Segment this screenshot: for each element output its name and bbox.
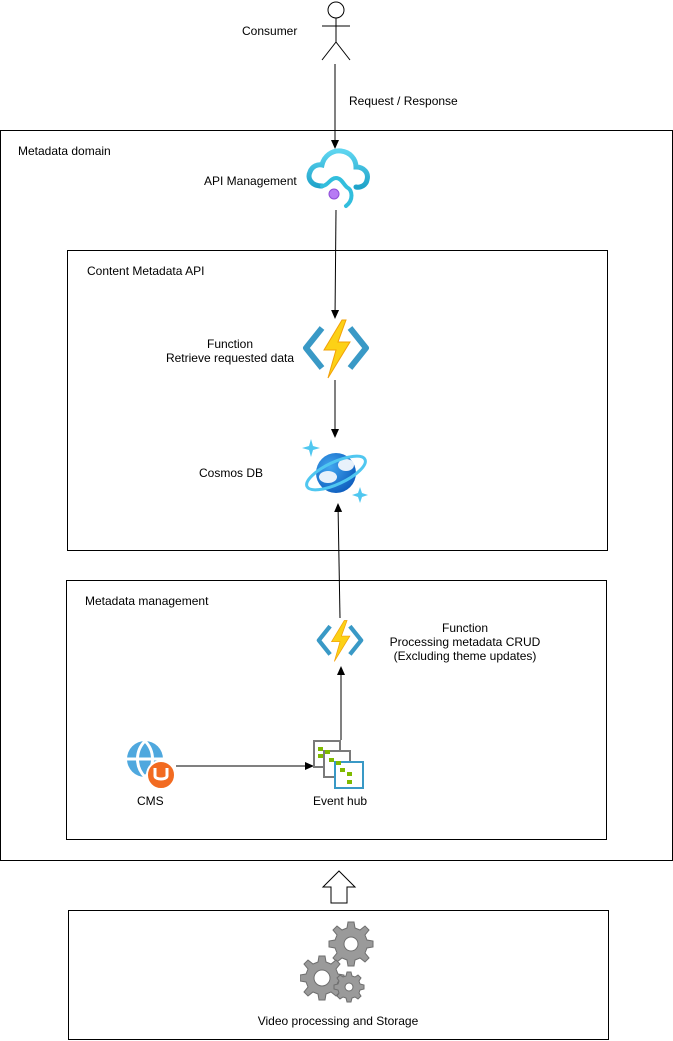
arrow-api-management-to-function [331,209,340,319]
video-processing-container [68,910,609,1040]
metadata-management-title: Metadata management [85,594,209,608]
cosmos-db-node[interactable] [302,437,370,505]
cms-label: CMS [137,794,164,808]
cosmos-db-icon [302,439,368,503]
content-metadata-api-container [67,250,608,551]
event-hub-node[interactable] [313,740,365,790]
content-metadata-api-title: Content Metadata API [87,264,205,278]
video-processing-node[interactable] [300,918,376,1006]
cloud-api-management-icon [306,148,370,208]
function-retrieve-line2: Retrieve requested data [165,351,295,365]
upload-arrow-icon [321,870,357,904]
function-processing-line1: Function [441,621,489,635]
user-icon [321,1,351,61]
event-hub-label: Event hub [313,794,368,808]
consumer-actor [318,0,354,64]
arrow-function2-to-cosmos [334,503,343,619]
api-management-label: API Management [204,174,297,188]
consumer-label: Consumer [242,24,298,38]
function-retrieve-node[interactable] [302,318,370,380]
video-processing-label: Video processing and Storage [257,1014,419,1028]
event-hub-icon [313,740,364,789]
function-processing-line2: Processing metadata CRUD [389,635,541,649]
cosmos-db-label: Cosmos DB [199,466,264,480]
metadata-management-container [66,580,607,840]
function-retrieve-line1: Function [206,337,254,351]
azure-function-icon [316,620,364,662]
gears-icon [300,921,374,1003]
function-processing-label: Function Processing metadata CRUD (Exclu… [380,621,550,663]
cms-icon [127,739,176,790]
function-processing-node[interactable] [316,619,364,663]
request-response-label: Request / Response [349,94,458,108]
api-management-node[interactable] [304,148,370,210]
cms-node[interactable] [125,739,177,791]
metadata-domain-title: Metadata domain [18,144,111,158]
azure-function-icon [303,319,369,379]
function-processing-line3: (Excluding theme updates) [393,649,537,663]
function-retrieve-label: Function Retrieve requested data [160,337,300,365]
